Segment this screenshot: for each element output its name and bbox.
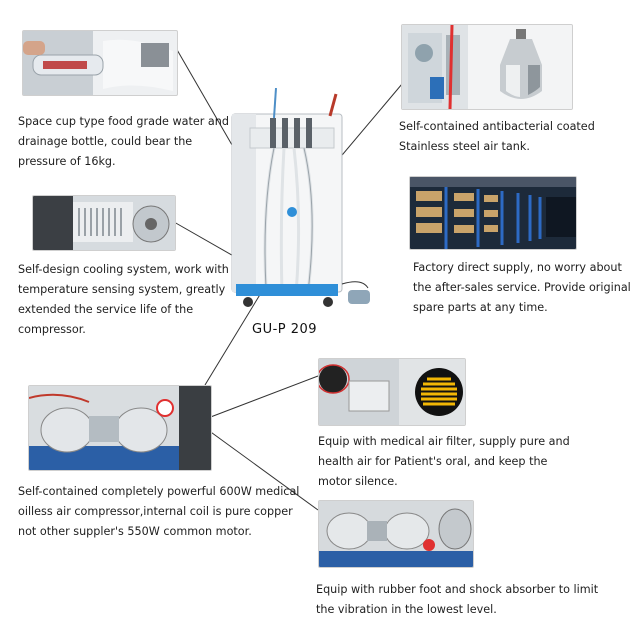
warehouse-photo [409,176,577,250]
caption-rubber-foot: Equip with rubber foot and shock absorbe… [316,583,599,616]
compressor-photo [28,385,212,471]
caption-factory: Factory direct supply, no worry about th… [413,261,631,314]
caption-bottle: Space cup type food grade water and drai… [18,115,229,168]
dental-unit-image [222,87,372,316]
caption-compressor: Self-contained completely powerful 600W … [18,485,300,538]
cooling-system-photo [32,195,176,251]
model-label: GU-P 209 [252,322,318,337]
bottle-photo [22,30,178,96]
air-filter-photo [318,358,466,426]
caption-cooling: Self-design cooling system, work with te… [18,263,229,336]
caption-tank: Self-contained antibacterial coated Stai… [399,120,595,153]
rubber-foot-photo [318,500,474,568]
connector-line-filter [207,375,319,419]
caption-filter: Equip with medical air filter, supply pu… [318,435,570,488]
air-tank-photo [401,24,573,110]
